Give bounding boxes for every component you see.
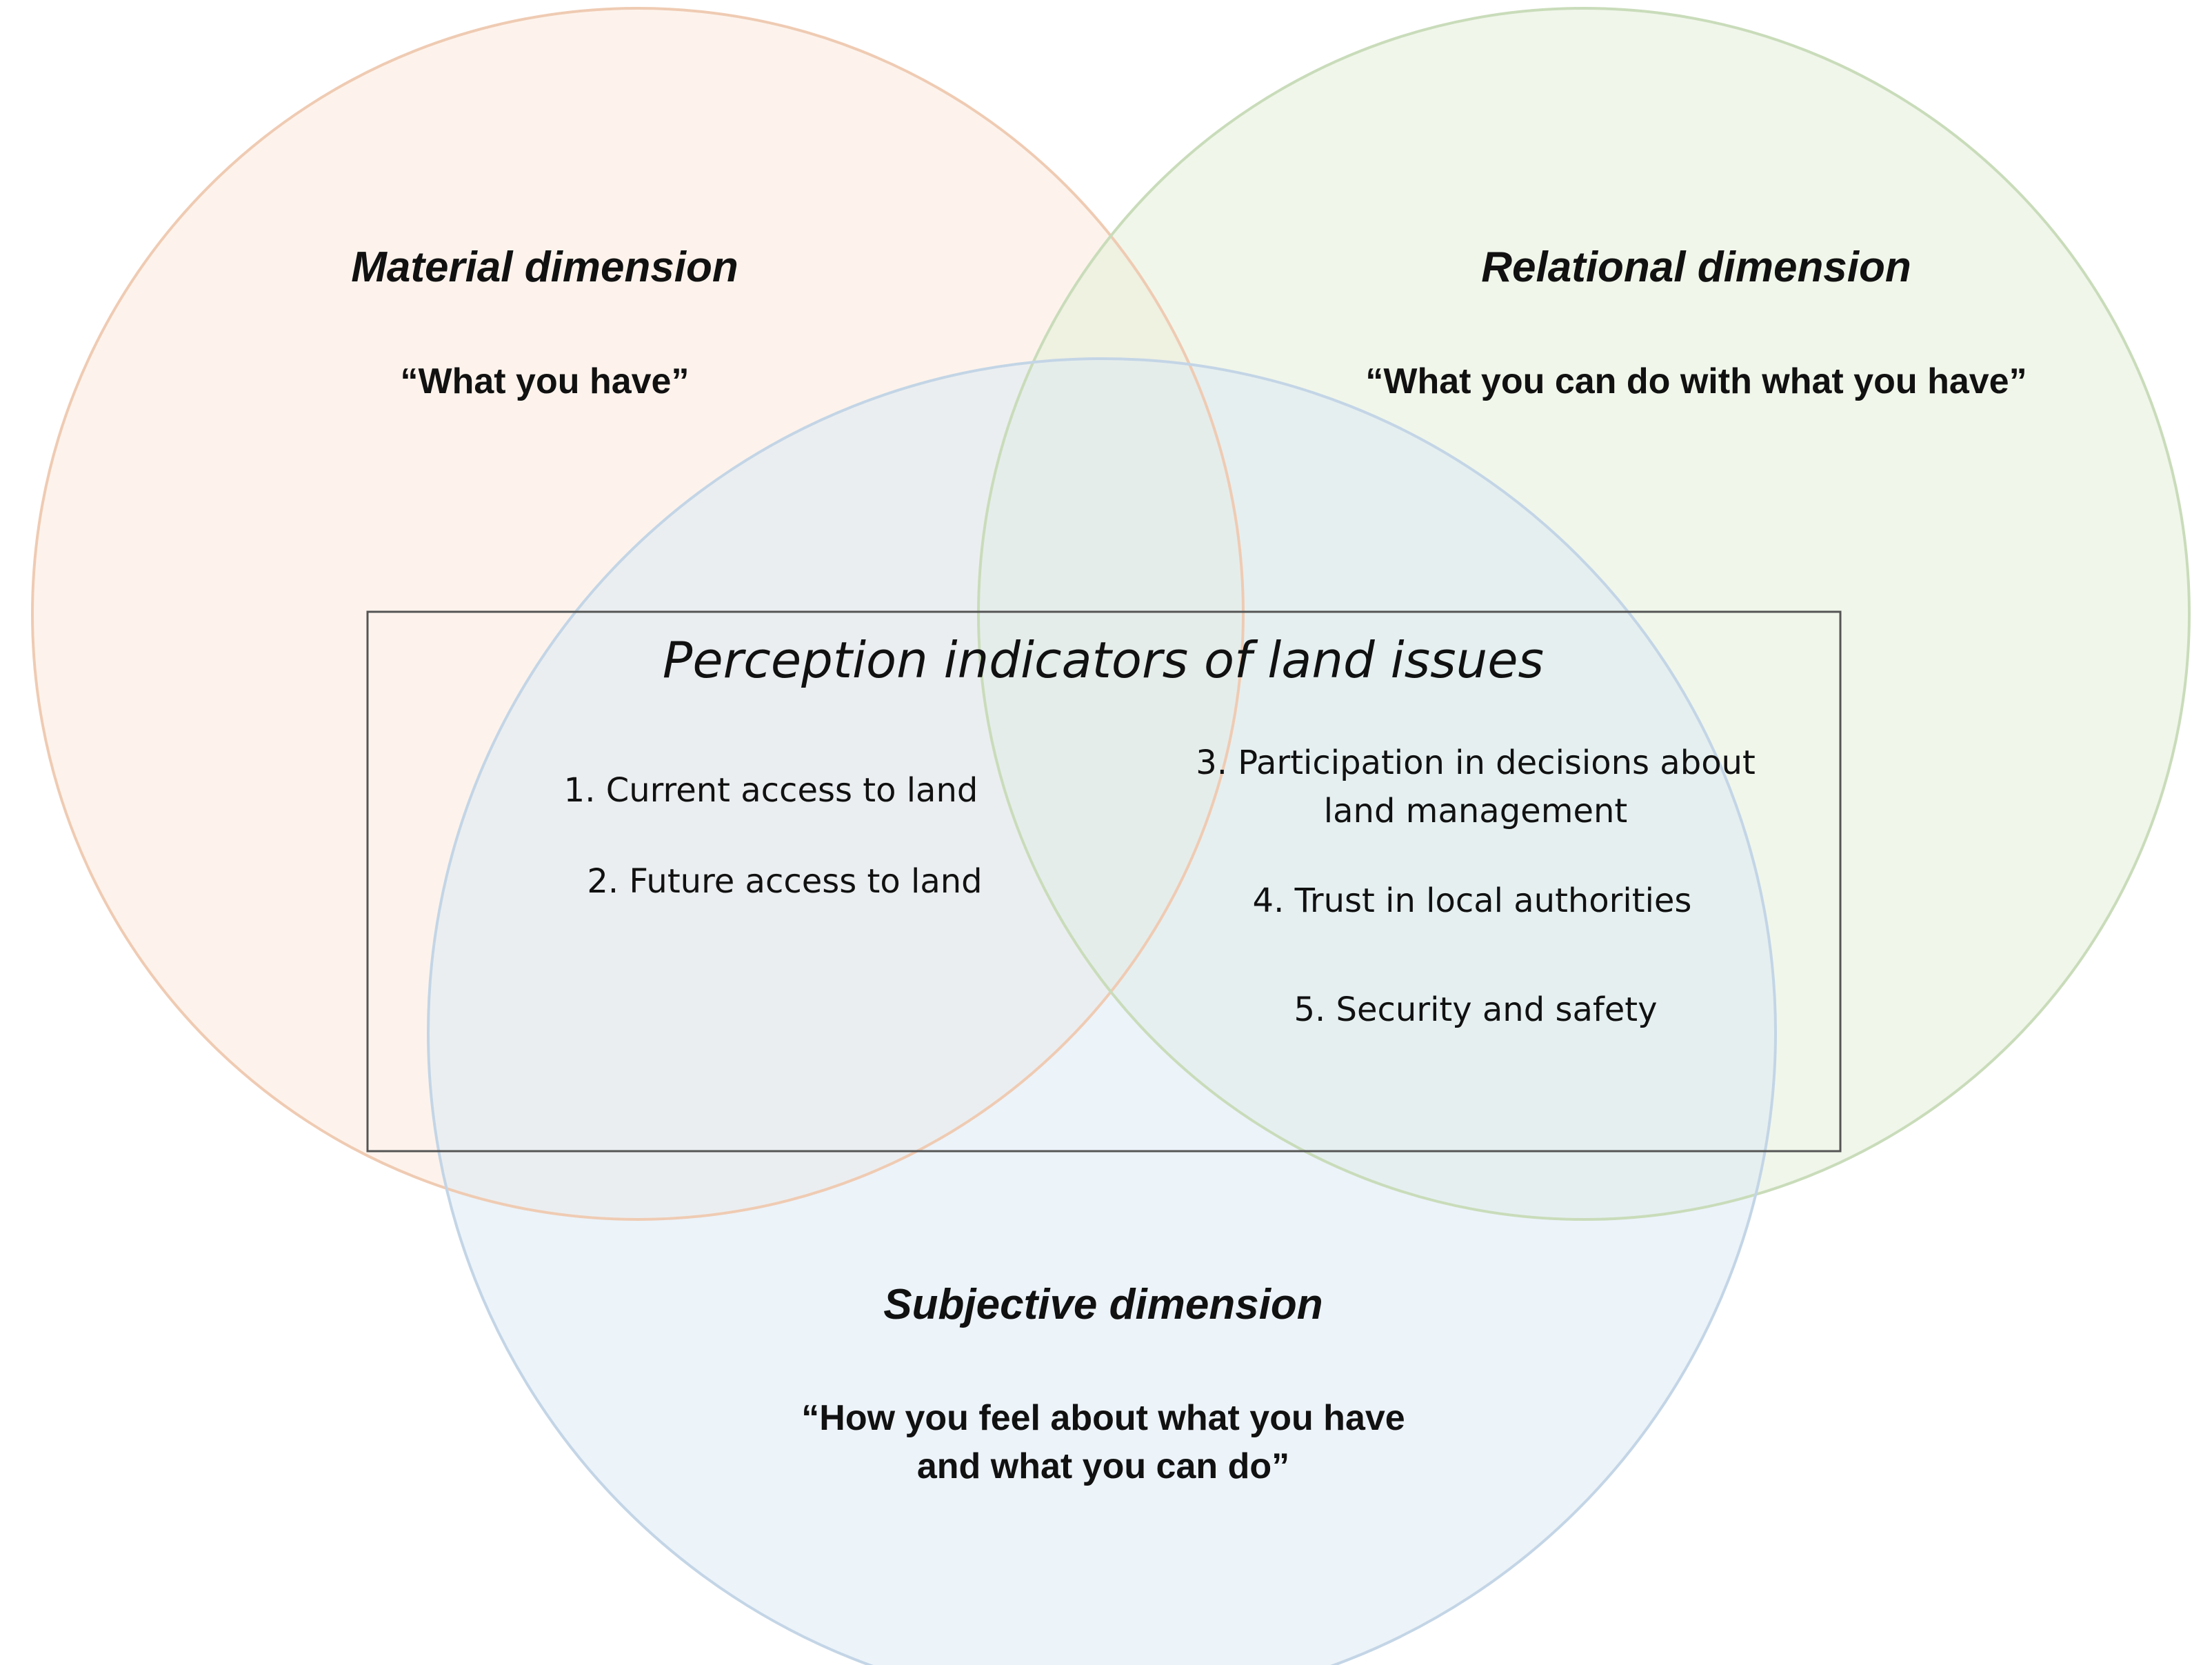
subjective-circle [428,359,1776,1665]
subjective-dimension-quote-line1: “How you feel about what you have [801,1398,1405,1438]
material-dimension-title: Material dimension [351,243,738,291]
subjective-circle-outline [427,357,1777,1665]
relational-dimension-title: Relational dimension [1481,243,1911,291]
indicator-participation-line1: 3. Participation in decisions about [1196,744,1756,782]
material-circle-outline [31,7,1245,1221]
indicator-participation-line2: land management [1324,792,1627,830]
indicator-security: 5. Security and safety [1294,990,1657,1029]
relational-circle-outline [977,7,2191,1221]
relational-dimension-quote: “What you can do with what you have” [1365,361,2027,401]
subjective-dimension-quote-line2: and what you can do” [917,1446,1289,1486]
indicator-frame [366,610,1842,1153]
indicator-trust: 4. Trust in local authorities [1253,881,1692,920]
subjective-dimension-title: Subjective dimension [883,1281,1323,1328]
material-dimension-quote: “What you have” [401,361,690,401]
indicators-title: Perception indicators of land issues [663,631,1544,689]
indicator-future-access: 2. Future access to land [587,862,982,901]
indicator-current-access: 1. Current access to land [564,771,978,810]
